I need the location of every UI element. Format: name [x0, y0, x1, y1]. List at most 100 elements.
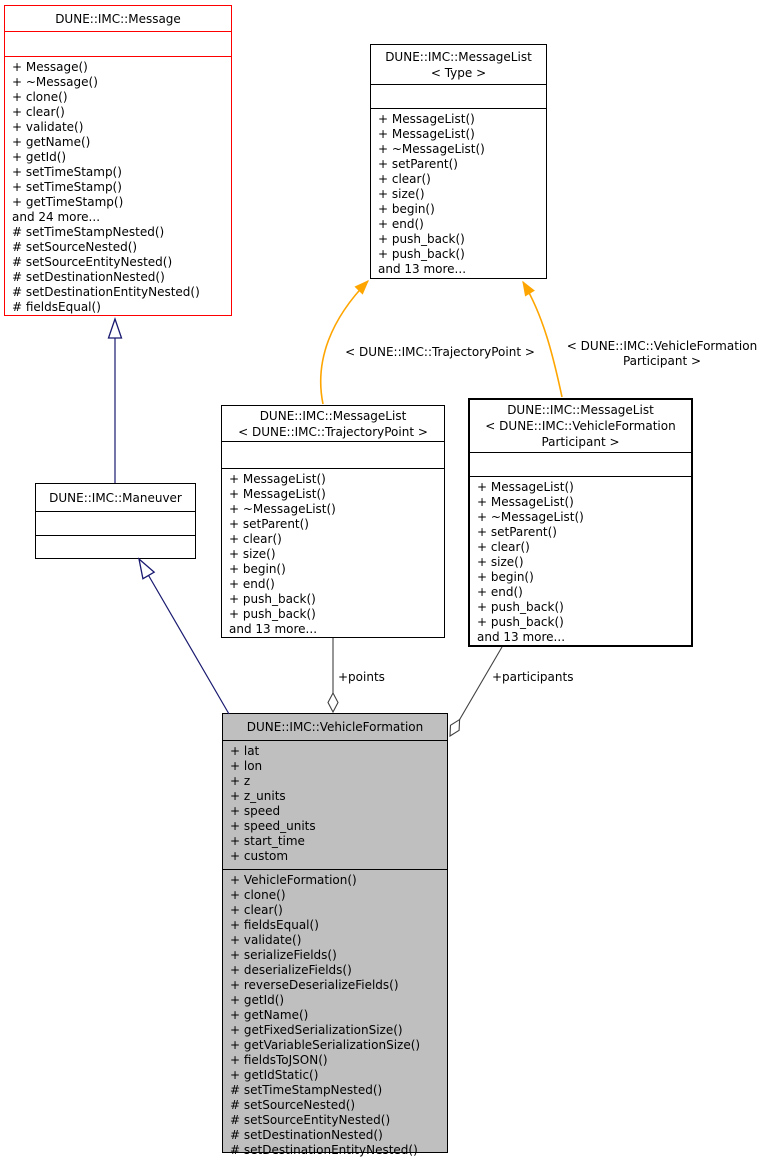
method-row: + clear() — [12, 105, 65, 119]
method-row: + clear() — [230, 903, 283, 917]
methods-compartment: + VehicleFormation()+ clone()+ clear()+ … — [223, 869, 447, 1158]
class-title-line: Participant > — [541, 435, 620, 449]
method-row: + setParent() — [477, 525, 557, 539]
method-row: + begin() — [229, 562, 286, 576]
method-row: + deserializeFields() — [230, 963, 352, 977]
method-row: # fieldsEqual() — [12, 300, 101, 314]
method-row: # setSourceEntityNested() — [230, 1113, 391, 1127]
class-title[interactable]: DUNE::IMC::MessageList < Type > — [371, 45, 546, 84]
attributes-compartment — [222, 441, 444, 468]
method-row: + MessageList() — [477, 480, 574, 494]
template-arg-label-line: Participant > — [622, 354, 702, 368]
method-row: and 13 more... — [378, 262, 467, 276]
method-row: + MessageList() — [378, 112, 475, 126]
class-title-line: < Type > — [430, 65, 487, 80]
method-row: + end() — [229, 577, 275, 591]
class-title[interactable]: DUNE::IMC::Message — [5, 6, 231, 31]
class-box-message[interactable]: DUNE::IMC::Message + Message()+ ~Message… — [4, 5, 232, 316]
methods-compartment — [36, 535, 195, 558]
method-row: + getId() — [12, 150, 67, 164]
method-row: + setTimeStamp() — [12, 165, 122, 179]
method-row: # setDestinationNested() — [230, 1128, 383, 1142]
class-title-line: DUNE::IMC::MessageList — [507, 403, 654, 417]
method-row: + begin() — [477, 570, 534, 584]
class-title[interactable]: DUNE::IMC::MessageList < DUNE::IMC::Traj… — [222, 406, 444, 441]
method-row: # setTimeStampNested() — [230, 1083, 383, 1097]
method-row: + clone() — [12, 90, 68, 104]
class-title-line: DUNE::IMC::Message — [55, 11, 181, 26]
attribute-row: + custom — [230, 849, 289, 863]
attribute-row: + start_time — [230, 834, 305, 848]
method-row: and 24 more... — [12, 210, 101, 224]
method-row: + push_back() — [229, 607, 316, 621]
method-row: # setSourceEntityNested() — [12, 255, 173, 269]
method-row: # setSourceNested() — [230, 1098, 356, 1112]
attributes-compartment — [5, 31, 231, 56]
attributes-compartment — [36, 511, 195, 535]
attribute-row: + z — [230, 774, 251, 788]
method-row: + clone() — [230, 888, 286, 902]
attribute-row: + lon — [230, 759, 263, 773]
method-row: + setParent() — [229, 517, 309, 531]
method-row: + getTimeStamp() — [12, 195, 124, 209]
association-label-points: +points — [338, 670, 385, 684]
class-title[interactable]: DUNE::IMC::Maneuver — [36, 484, 195, 511]
template-arg-label-vehicleformationparticipant: < DUNE::IMC::VehicleFormation Participan… — [556, 339, 768, 369]
method-row: + ~MessageList() — [229, 502, 336, 516]
method-row: + reverseDeserializeFields() — [230, 978, 399, 992]
method-row: + push_back() — [378, 247, 465, 261]
method-row: + size() — [378, 187, 425, 201]
method-row: + MessageList() — [229, 472, 326, 486]
method-row: # setSourceNested() — [12, 240, 138, 254]
method-row: + setParent() — [378, 157, 458, 171]
method-row: # setTimeStampNested() — [12, 225, 165, 239]
method-row: # setDestinationNested() — [12, 270, 165, 284]
method-row: + VehicleFormation() — [230, 873, 357, 887]
attribute-row: + z_units — [230, 789, 286, 803]
method-row: + fieldsToJSON() — [230, 1053, 328, 1067]
attributes-compartment: + lat+ lon+ z+ z_units+ speed+ speed_uni… — [223, 740, 447, 869]
template-arg-label-trajectorypoint: < DUNE::IMC::TrajectoryPoint > — [345, 345, 535, 359]
attributes-compartment — [470, 452, 691, 476]
class-box-maneuver[interactable]: DUNE::IMC::Maneuver — [35, 483, 196, 559]
class-title[interactable]: DUNE::IMC::VehicleFormation — [223, 714, 447, 740]
method-row: and 13 more... — [229, 622, 318, 636]
method-row: + MessageList() — [477, 495, 574, 509]
method-row: + MessageList() — [378, 127, 475, 141]
method-row: + Message() — [12, 60, 88, 74]
aggregation-edge-participants — [449, 646, 503, 738]
class-box-messagelist-vehicleformationparticipant[interactable]: DUNE::IMC::MessageList < DUNE::IMC::Vehi… — [468, 398, 693, 647]
method-row: + getVariableSerializationSize() — [230, 1038, 421, 1052]
class-box-messagelist-trajectorypoint[interactable]: DUNE::IMC::MessageList < DUNE::IMC::Traj… — [221, 405, 445, 638]
class-title-line: DUNE::IMC::Maneuver — [49, 490, 182, 505]
class-title-line: < DUNE::IMC::TrajectoryPoint > — [238, 424, 428, 439]
method-row: + setTimeStamp() — [12, 180, 122, 194]
class-title[interactable]: DUNE::IMC::MessageList < DUNE::IMC::Vehi… — [470, 400, 691, 452]
attributes-compartment — [371, 84, 546, 108]
methods-compartment: + MessageList()+ MessageList()+ ~Message… — [470, 476, 691, 645]
method-row: and 13 more... — [477, 630, 566, 644]
method-row: + clear() — [229, 532, 282, 546]
class-box-messagelist-type[interactable]: DUNE::IMC::MessageList < Type > + Messag… — [370, 44, 547, 279]
template-arrow-trajectorypoint — [319, 280, 369, 405]
method-row: + getFixedSerializationSize() — [230, 1023, 403, 1037]
method-row: + getId() — [230, 993, 285, 1007]
method-row: + begin() — [378, 202, 435, 216]
method-row: + fieldsEqual() — [230, 918, 319, 932]
method-row: + push_back() — [229, 592, 316, 606]
class-title-line: DUNE::IMC::MessageList — [259, 408, 407, 423]
method-row: + push_back() — [378, 232, 465, 246]
attribute-row: + lat — [230, 744, 260, 758]
method-row: + push_back() — [477, 615, 564, 629]
method-row: + getName() — [12, 135, 91, 149]
method-row: + serializeFields() — [230, 948, 337, 962]
method-row: + validate() — [12, 120, 84, 134]
method-row: + clear() — [477, 540, 530, 554]
association-label-participants: +participants — [492, 670, 574, 684]
method-row: + getIdStatic() — [230, 1068, 319, 1082]
class-box-vehicleformation[interactable]: DUNE::IMC::VehicleFormation + lat+ lon+ … — [222, 713, 448, 1157]
attribute-row: + speed_units — [230, 819, 316, 833]
method-row: + ~MessageList() — [378, 142, 485, 156]
inheritance-arrow-vehicleformation-to-maneuver — [137, 557, 230, 715]
method-row: + end() — [378, 217, 424, 231]
